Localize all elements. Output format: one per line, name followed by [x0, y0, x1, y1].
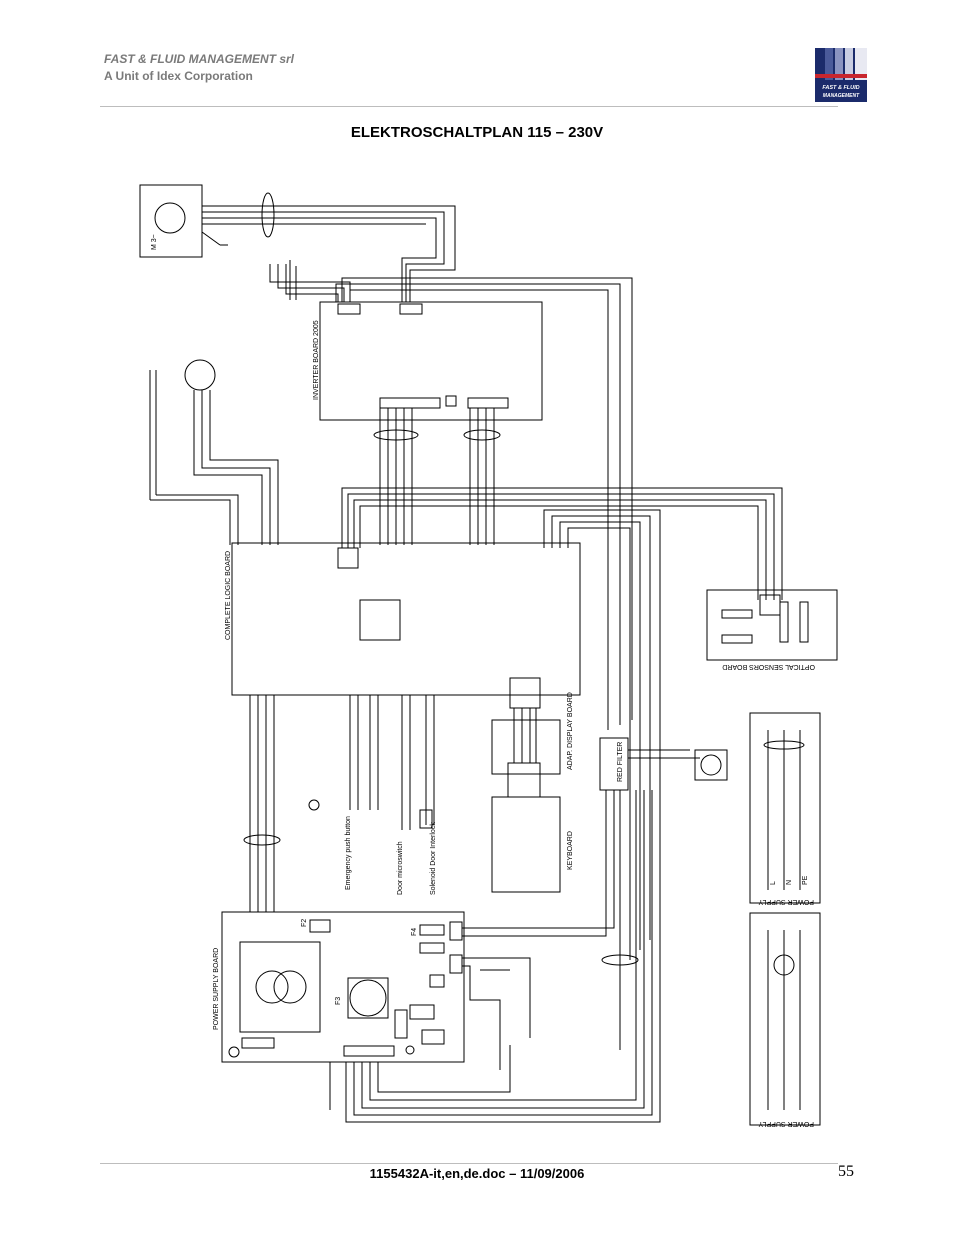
- power-supply-label-2: POWER SUPPLY: [758, 1120, 814, 1127]
- solenoid-label: Solenoid Door Interlock: [430, 822, 437, 895]
- keyboard-label: KEYBOARD: [567, 831, 574, 870]
- optical-sensors-label: OPTICAL SENSORS BOARD: [722, 663, 815, 670]
- motor-label: M 3~: [151, 234, 158, 250]
- power-supply-board: [221, 911, 465, 1063]
- power-supply-box-2: [749, 912, 821, 1126]
- page-title: ELEKTROSCHALTPLAN 115 – 230V: [350, 124, 604, 141]
- optical-sensors-board: [706, 589, 838, 661]
- power-supply-box-1: [749, 712, 821, 904]
- power-supply-board-label: POWER SUPPLY BOARD: [213, 948, 220, 1030]
- svg-text:FAST & FLUID: FAST & FLUID: [822, 85, 859, 91]
- complete-logic-board: [231, 542, 581, 696]
- label-n: N: [786, 880, 793, 885]
- fuse-f2-label: F2: [301, 919, 308, 927]
- inverter-board-label: INVERTER BOARD 2005: [313, 320, 320, 400]
- company-name: FAST & FLUID MANAGEMENT srl: [104, 52, 295, 66]
- power-supply-label-1: POWER SUPPLY: [758, 898, 814, 905]
- svg-text:MANAGEMENT: MANAGEMENT: [823, 93, 860, 99]
- footer-doc-ref: 1155432A-it,en,de.doc – 11/09/2006: [369, 1166, 585, 1181]
- wiring-diagram: M 3~ COMPLETE LOGIC BOARD INVERTER BOARD…: [139, 184, 838, 1127]
- red-filter-label: RED FILTER: [617, 742, 624, 782]
- label-l: L: [770, 881, 777, 885]
- header-rule: [100, 106, 838, 107]
- fuse-f4-label: F4: [411, 928, 418, 936]
- adap-display-board: [491, 719, 561, 775]
- inverter-board: [319, 301, 543, 421]
- fuse-f3-label: F3: [335, 997, 342, 1005]
- door-microswitch-label: Door microswitch: [397, 841, 404, 895]
- company-unit: A Unit of Idex Corporation: [104, 69, 253, 83]
- motor-box: [139, 184, 203, 258]
- adap-display-label: ADAP. DISPLAY BOARD: [567, 692, 574, 770]
- keyboard: [491, 796, 561, 893]
- logic-board-label: COMPLETE LOGIC BOARD: [225, 551, 232, 640]
- company-logo: FAST & FLUID MANAGEMENT: [815, 48, 867, 102]
- footer-rule: [100, 1163, 838, 1164]
- label-pe: PE: [802, 875, 809, 885]
- emergency-label: Emergency push button: [345, 816, 352, 890]
- page-number: 55: [838, 1163, 854, 1180]
